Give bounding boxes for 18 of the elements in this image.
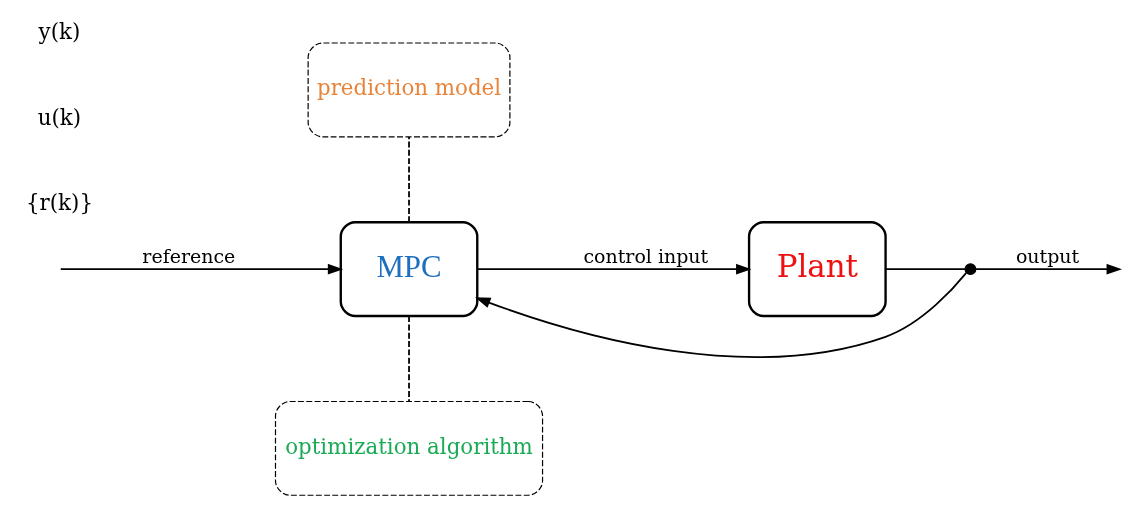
edge-label: control input [582,244,708,267]
edge-label: output [1015,244,1079,267]
node-box: Plant [747,221,887,318]
arrow [59,263,343,275]
arrow [476,263,752,275]
node-circle [964,263,976,276]
connector [884,268,966,270]
edge-label: reference [141,244,235,267]
arrow [974,263,1122,275]
node-box: prediction model [307,42,510,138]
label: y(k) [38,19,80,45]
node-box: MPC [339,221,478,318]
arrow [474,272,967,358]
connector [407,136,410,224]
label: u(k) [37,104,81,130]
node-box: optimization algorithm [274,400,543,496]
connector [407,315,410,403]
label: {r(k)} [25,190,93,216]
